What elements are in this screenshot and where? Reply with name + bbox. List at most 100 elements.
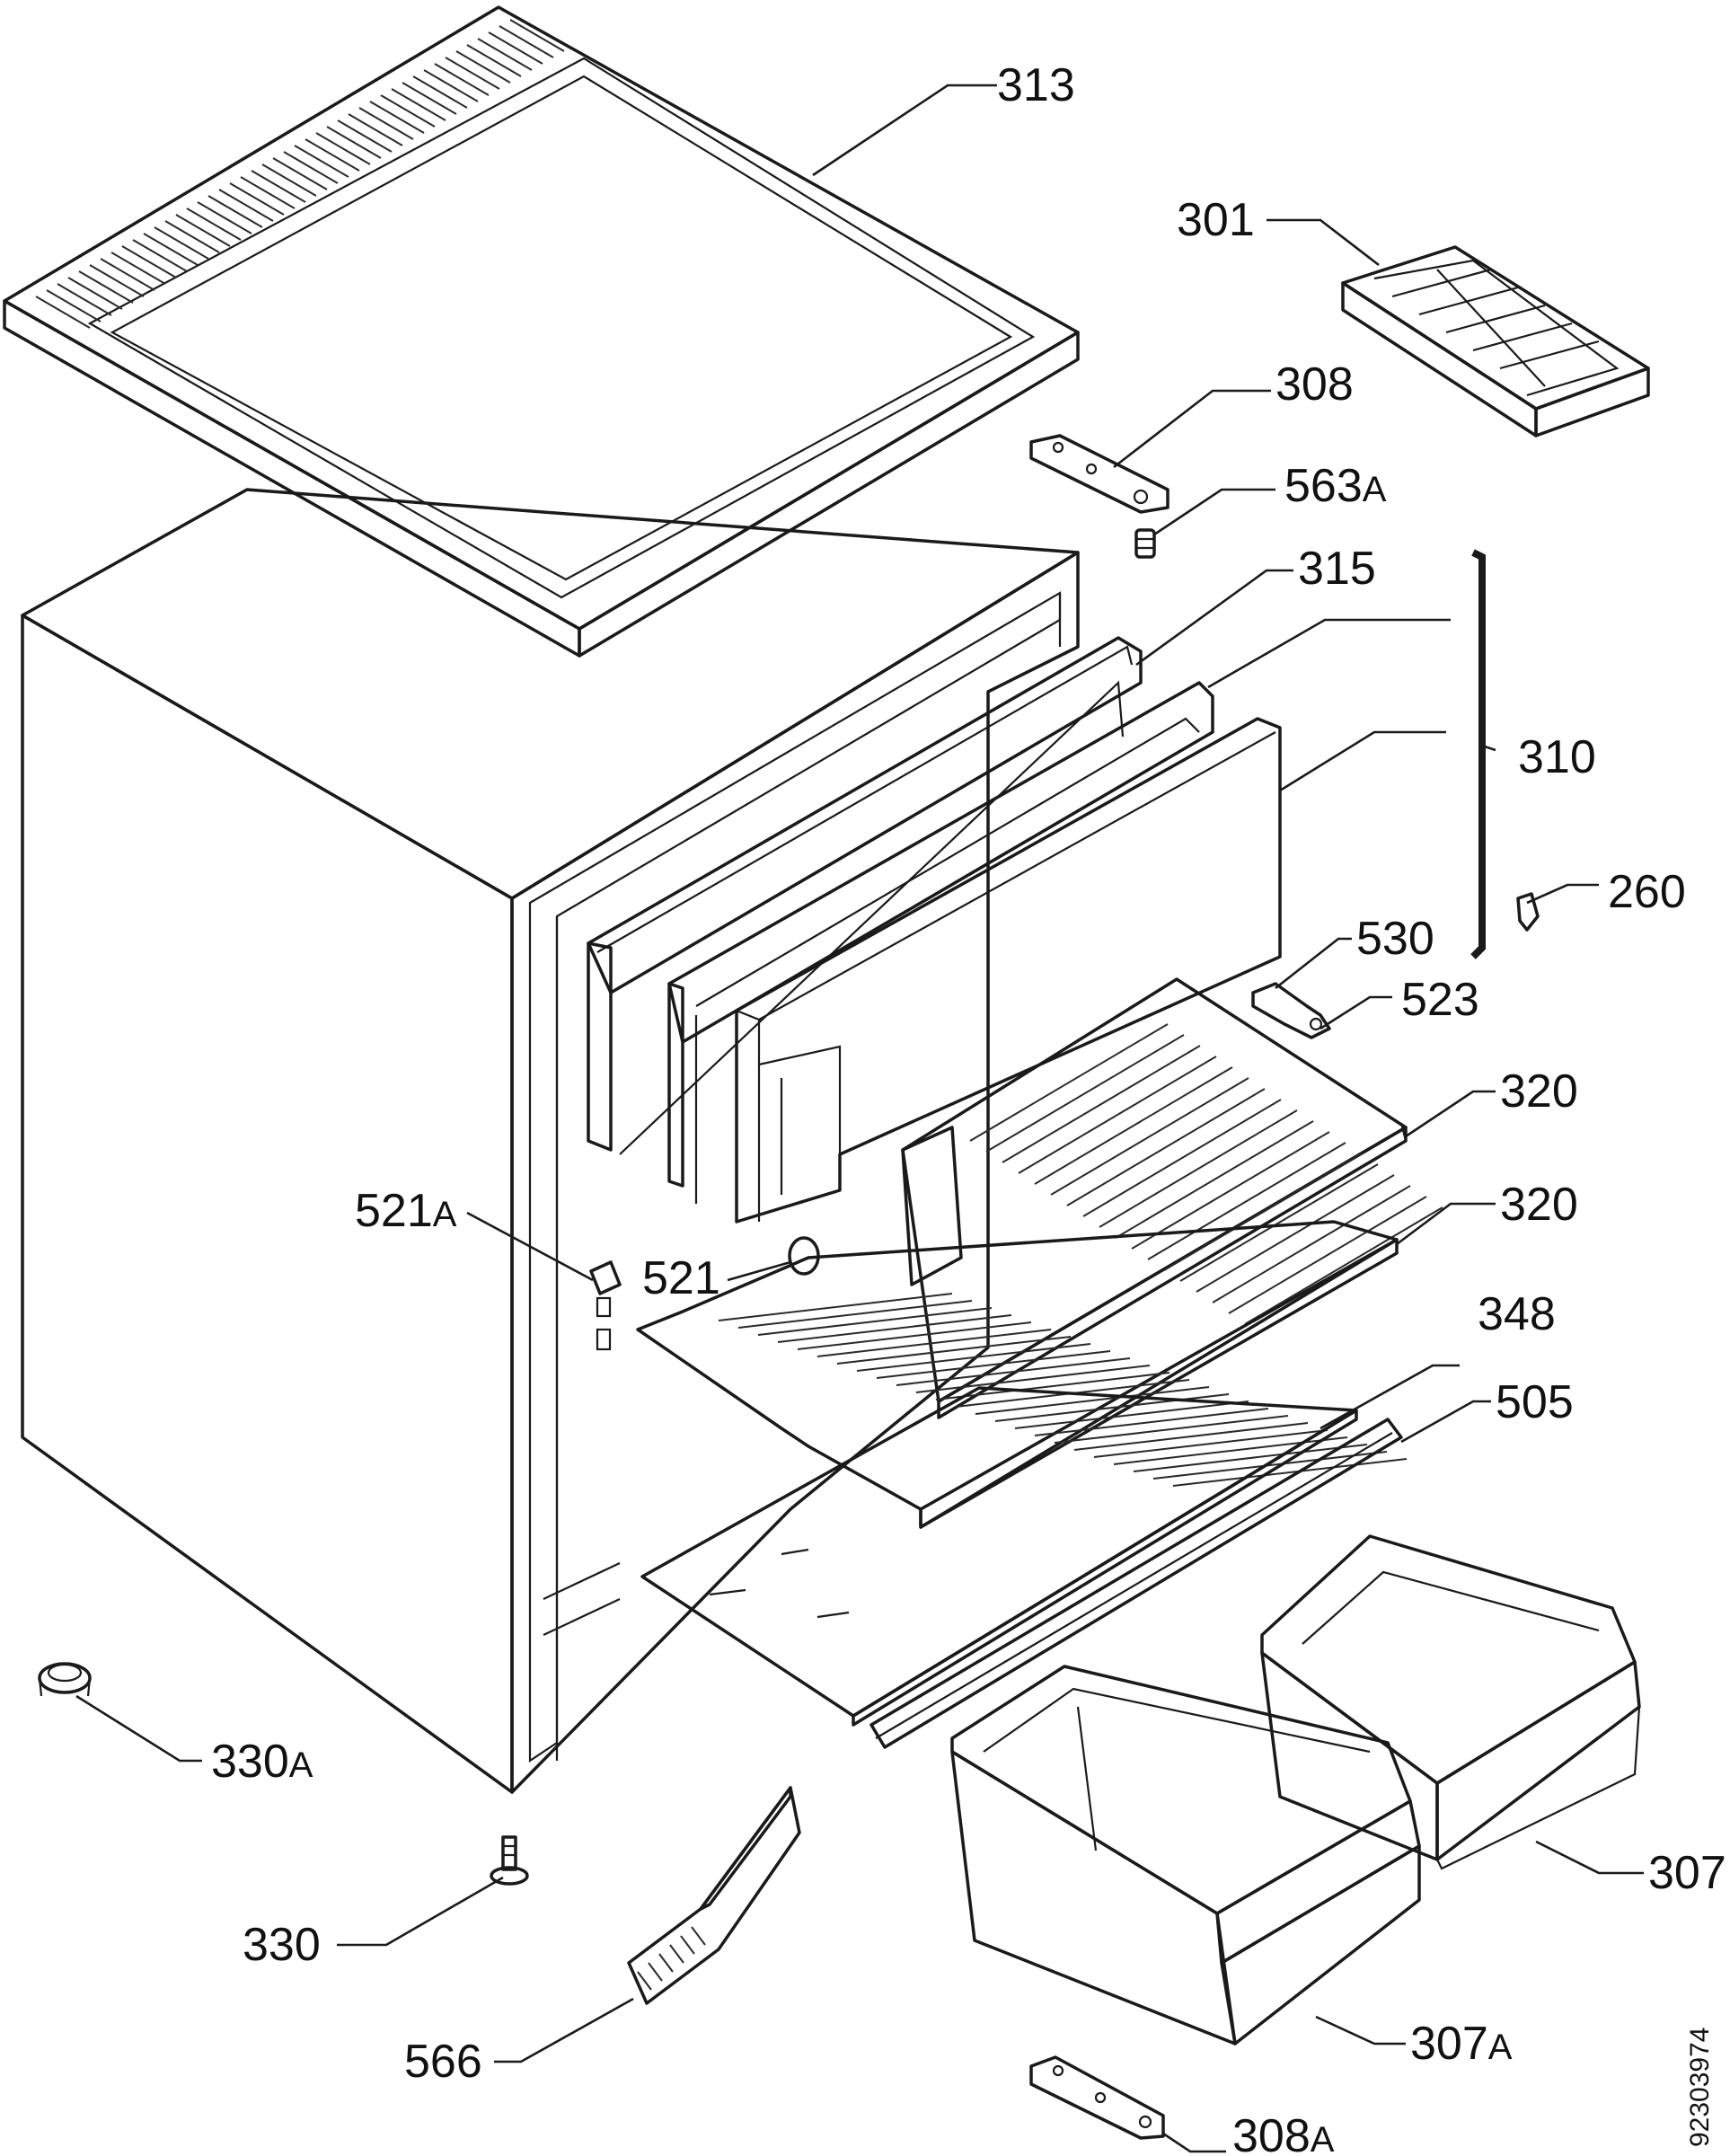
hatch-line (1179, 1163, 1379, 1282)
label-307a: 307A (1410, 2018, 1513, 2070)
worktop-313 (3, 5, 1080, 658)
hatch-line (272, 157, 328, 190)
plug-521 (788, 1236, 820, 1276)
hatch-line (294, 145, 349, 178)
hatch-line (718, 1293, 953, 1321)
hatch-line (1073, 1422, 1309, 1451)
hatch-line (251, 170, 306, 203)
hatch-line (369, 101, 425, 134)
hatch-line (186, 208, 242, 241)
hatch-line (466, 44, 522, 77)
hatch-line (777, 1314, 1012, 1343)
label-330: 330 (243, 1919, 321, 1971)
hatch-line (648, 1962, 663, 1982)
hatch-line (757, 1307, 993, 1336)
hatch-line (637, 1971, 652, 1991)
hatch-line (985, 1034, 1185, 1153)
label-348: 348 (1478, 1288, 1556, 1340)
hatch-line (164, 220, 220, 253)
hatch-line (423, 69, 479, 102)
part-labels: 313 301 308 563A 315 310 260 530 523 320… (211, 59, 1726, 2156)
hatch-line (1093, 1429, 1328, 1458)
hatch-line (229, 182, 285, 216)
label-307: 307 (1648, 1847, 1726, 1899)
label-320-upper: 320 (1500, 1065, 1578, 1118)
hatch-line (315, 132, 371, 165)
hatch-line (89, 264, 145, 297)
hatch-line (348, 113, 403, 146)
hatch-line (35, 296, 91, 329)
hatch-line (1099, 1109, 1298, 1228)
hatch-line (1014, 1401, 1249, 1429)
hatch-line (816, 1329, 1052, 1357)
label-313: 313 (997, 59, 1075, 111)
label-301: 301 (1177, 194, 1255, 246)
hatch-line (509, 19, 565, 52)
cabinet-body (21, 488, 1080, 1794)
hatch-line (445, 57, 500, 90)
hatch-line (477, 38, 533, 71)
hatch-line (876, 1350, 1111, 1379)
hatch-line (67, 277, 123, 310)
leader-lines (75, 84, 1644, 2153)
hatch-line (391, 88, 446, 121)
hatch-line (1066, 1088, 1266, 1206)
hatch-line (1050, 1077, 1249, 1196)
hatch-line (1196, 1174, 1395, 1293)
worktop-vent-grille (35, 19, 565, 329)
hatch-line (455, 50, 511, 84)
hatch-line (1131, 1131, 1330, 1250)
hatch-line (283, 151, 339, 184)
label-330a: 330A (211, 1736, 313, 1788)
hatch-line (1113, 1436, 1348, 1465)
label-320-lower: 320 (1500, 1179, 1578, 1231)
label-566: 566 (404, 2036, 482, 2088)
hatch-line (402, 82, 457, 115)
hatch-line (1115, 1120, 1314, 1239)
hatch-line (240, 176, 296, 209)
hatch-line (121, 245, 177, 278)
foot-330a (38, 1662, 92, 1697)
hatch-line (691, 1926, 706, 1946)
screw-330 (490, 1835, 529, 1886)
hatch-line (305, 138, 360, 172)
hatch-line (1244, 1206, 1443, 1325)
trim-strip-505 (869, 1418, 1403, 1749)
hatch-line (78, 270, 134, 304)
glass-shelf-348 (640, 1386, 1358, 1727)
hatch-line (110, 252, 166, 285)
label-310: 310 (1518, 731, 1596, 783)
hatch-line (969, 1023, 1169, 1142)
hatch-line (975, 1386, 1210, 1415)
hinge-308a (1029, 2055, 1165, 2140)
divider (901, 1126, 963, 1286)
lamp-holder-521a (589, 1260, 622, 1351)
hatch-line (915, 1365, 1151, 1393)
hatch-line (434, 63, 490, 96)
hatch-line (132, 239, 188, 272)
hatch-line (1228, 1196, 1427, 1314)
hatch-line (1034, 1408, 1269, 1436)
hatch-line (669, 1944, 684, 1964)
hatch-line (797, 1321, 1032, 1350)
crisper-307a (950, 1665, 1421, 2046)
label-563a: 563A (1284, 460, 1387, 512)
label-505: 505 (1496, 1376, 1574, 1428)
hatch-line (218, 189, 274, 222)
hatch-line (358, 107, 414, 140)
hatch-line (154, 226, 209, 260)
shelf-320-upper (901, 977, 1443, 1419)
hinge-308 (1029, 434, 1170, 514)
hatch-line (737, 1300, 973, 1329)
hatch-line (412, 75, 468, 109)
hatch-line (46, 289, 102, 323)
hatch-line (1054, 1415, 1289, 1444)
hatch-line (57, 283, 112, 316)
shelf-320-lower (636, 1220, 1408, 1529)
label-260: 260 (1608, 866, 1686, 918)
hatch-line (1212, 1185, 1411, 1303)
hatch-line (1147, 1142, 1346, 1260)
hatch-line (100, 258, 155, 291)
hatch-line (1133, 1444, 1368, 1472)
hatch-line (1152, 1451, 1388, 1480)
